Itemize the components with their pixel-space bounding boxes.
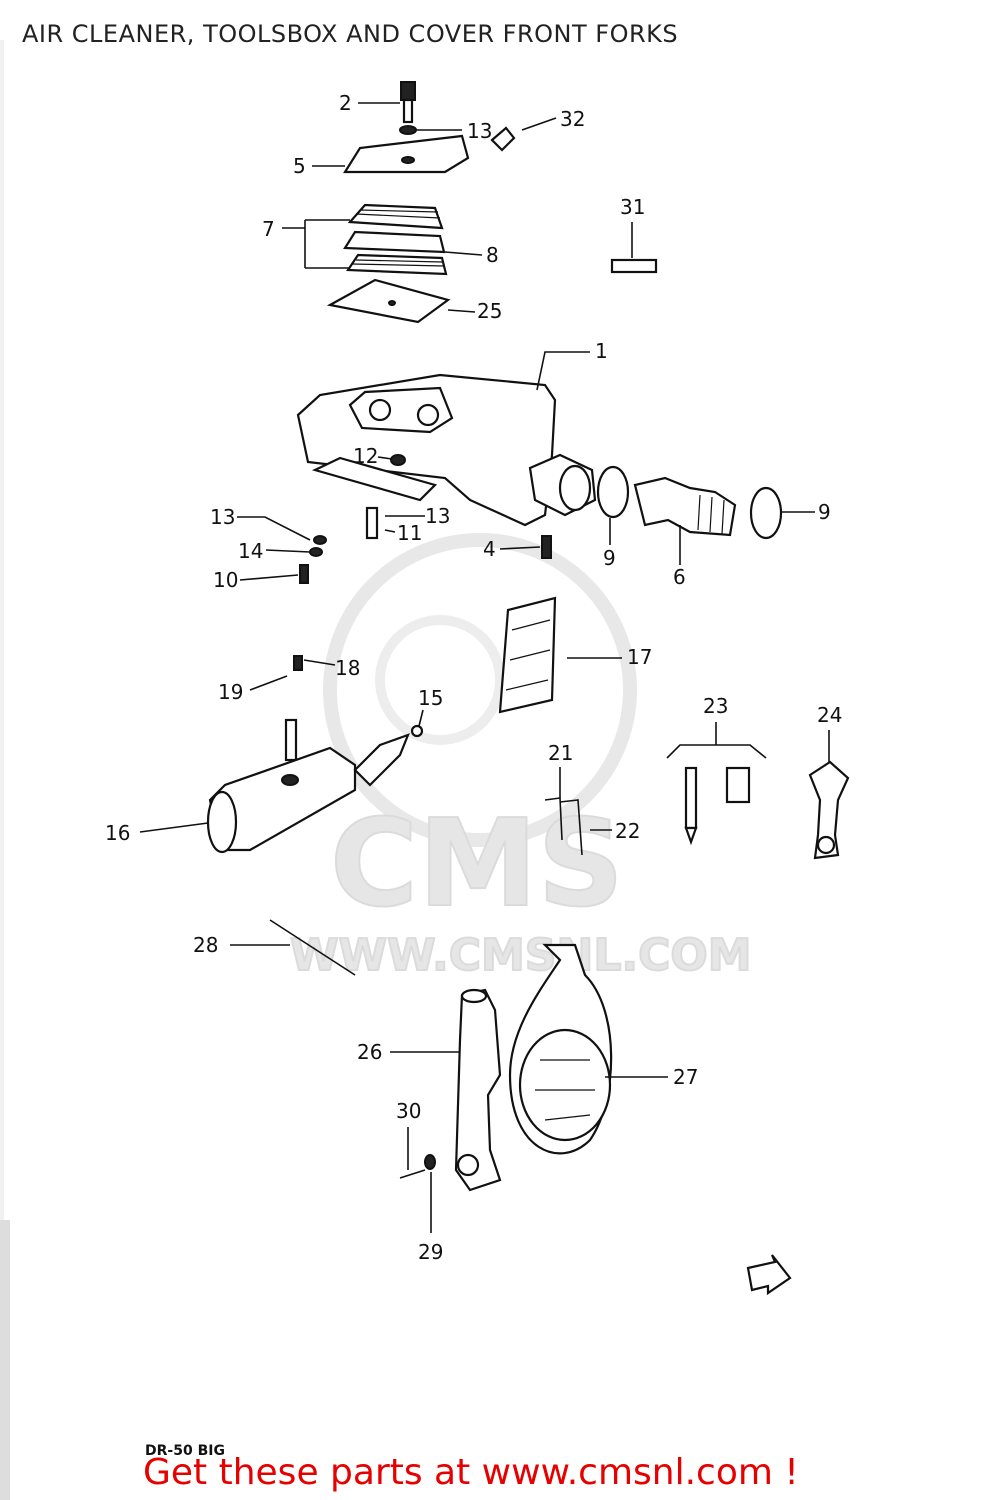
part-28-rod xyxy=(269,919,356,976)
part-30-bolt xyxy=(399,1169,426,1179)
leader-lines xyxy=(139,102,830,1233)
part-15-grommet xyxy=(410,724,424,738)
part-23-screwdriver xyxy=(684,766,698,846)
part-25-plate xyxy=(326,278,451,324)
callout-17: 17 xyxy=(627,645,652,669)
part-6-intake-hose xyxy=(633,476,737,537)
part-12-bolt xyxy=(390,454,406,466)
part-31-clip xyxy=(610,258,658,274)
part-17-panel xyxy=(498,596,557,714)
footer-link[interactable]: Get these parts at www.cmsnl.com ! xyxy=(143,1452,799,1493)
part-27-headlamp-housing xyxy=(508,943,613,1155)
model-code-label: DR-50 BIG xyxy=(145,1443,225,1459)
callout-labels: 1 2 4 5 6 7 8 9 9 10 11 12 13 13 13 14 1… xyxy=(105,91,842,1264)
callout-16: 16 xyxy=(105,821,130,845)
callout-29: 29 xyxy=(418,1240,443,1264)
part-13-washer-left xyxy=(313,535,327,545)
callout-8: 8 xyxy=(486,243,499,267)
callout-13-right: 13 xyxy=(425,504,450,528)
callout-1: 1 xyxy=(595,339,608,363)
part-13-washer-top xyxy=(399,125,417,135)
callout-10: 10 xyxy=(213,568,238,592)
part-4-screw xyxy=(541,535,552,559)
callout-18: 18 xyxy=(335,656,360,680)
callout-5: 5 xyxy=(293,154,306,178)
diagram-title: AIR CLEANER, TOOLSBOX AND COVER FRONT FO… xyxy=(22,20,679,48)
part-19-bolt xyxy=(284,718,298,762)
part-11-bracket xyxy=(311,456,438,540)
callout-22: 22 xyxy=(615,819,640,843)
callout-9-left: 9 xyxy=(603,546,616,570)
callout-27: 27 xyxy=(673,1065,698,1089)
callout-28: 28 xyxy=(193,933,218,957)
callout-13-left: 13 xyxy=(210,505,235,529)
callout-15: 15 xyxy=(418,686,443,710)
callout-23: 23 xyxy=(703,694,728,718)
part-1-air-cleaner-case xyxy=(296,373,597,527)
part-8-element-frame xyxy=(343,230,448,276)
part-2-bolt xyxy=(400,81,416,124)
callout-32: 32 xyxy=(560,107,585,131)
front-direction-arrow-icon xyxy=(746,1254,792,1296)
callout-31: 31 xyxy=(620,195,645,219)
part-10-bolt xyxy=(299,564,309,584)
callout-4: 4 xyxy=(483,537,496,561)
callout-7: 7 xyxy=(262,217,275,241)
callout-9-right: 9 xyxy=(818,500,831,524)
scan-edge-noise xyxy=(0,40,10,1500)
callout-26: 26 xyxy=(357,1040,382,1064)
part-23-socket xyxy=(725,766,751,804)
callout-11: 11 xyxy=(397,521,422,545)
part-24-spanner xyxy=(808,760,850,860)
part-18-screw xyxy=(293,655,303,671)
part-5-cover xyxy=(343,134,470,174)
callout-21: 21 xyxy=(548,741,573,765)
callout-25: 25 xyxy=(477,299,502,323)
callout-12: 12 xyxy=(353,444,378,468)
part-22-hex-wrench xyxy=(559,799,583,856)
watermark-url: WWW.CMSNL.COM xyxy=(290,930,752,981)
callout-19: 19 xyxy=(218,680,243,704)
callout-24: 24 xyxy=(817,703,842,727)
part-9-clamp-left xyxy=(596,465,630,519)
callout-30: 30 xyxy=(396,1099,421,1123)
part-26-fork-cover xyxy=(454,988,502,1192)
part-16-toolbox xyxy=(206,733,410,854)
part-7-element xyxy=(347,203,444,230)
part-9-clamp-right xyxy=(749,486,783,540)
watermark: CMS WWW.CMSNL.COM xyxy=(289,533,753,982)
part-14-washer xyxy=(309,547,323,557)
callout-13-top: 13 xyxy=(467,119,492,143)
part-29-nut xyxy=(424,1154,436,1170)
callout-2: 2 xyxy=(339,91,352,115)
part-32-grommet xyxy=(490,126,516,152)
callout-6: 6 xyxy=(673,565,686,589)
callout-14: 14 xyxy=(238,539,263,563)
watermark-brand: CMS xyxy=(330,795,624,934)
